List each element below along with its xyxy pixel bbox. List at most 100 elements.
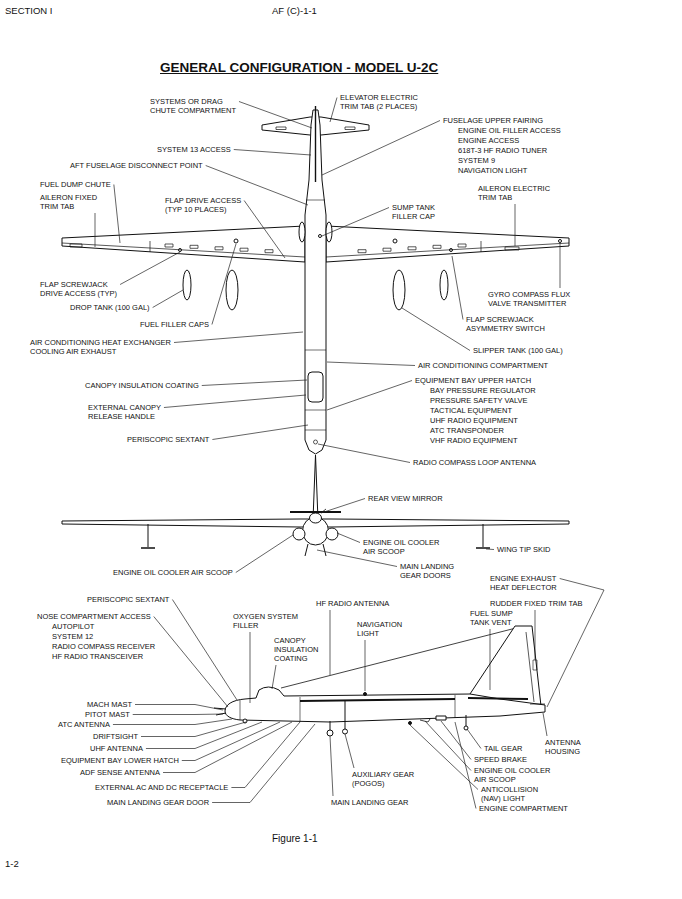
leader-line <box>318 444 410 463</box>
callout-label: 618T-3 HF RADIO TUNER <box>458 146 547 155</box>
leader-line <box>250 632 251 703</box>
page-header: AF (C)-1-1 <box>272 5 317 16</box>
leader-line <box>365 640 366 691</box>
leader-line <box>163 722 292 773</box>
diagram-title: GENERAL CONFIGURATION - MODEL U-2C <box>160 60 438 75</box>
callout-label: DRIFTSIGHT <box>93 732 138 741</box>
callout-label: ENGINE OIL FILLER ACCESS <box>458 126 561 135</box>
callout-label: RADIO COMPASS LOOP ANTENNA <box>413 458 536 467</box>
leader-line <box>515 204 516 246</box>
leader-line <box>535 610 536 660</box>
callout-label: AILERON ELECTRIC TRIM TAB <box>478 184 558 202</box>
callout-label: PERISCOPIC SEXTANT <box>127 435 209 444</box>
callout-label: ANTENNA HOUSING <box>545 738 589 756</box>
callout-label: FUEL SUMP TANK VENT <box>470 609 520 627</box>
leader-line <box>153 290 183 308</box>
callout-label: PRESSURE SAFETY VALVE <box>430 396 528 405</box>
callout-label: WING TIP SKID <box>497 545 550 554</box>
leader-line <box>330 610 331 675</box>
callout-label: ENGINE OIL COOLER AIR SCOOP <box>474 766 556 784</box>
callout-label: NAVIGATION LIGHT <box>357 620 409 638</box>
callout-label: ENGINE EXHAUST HEAT DEFLECTOR <box>490 574 566 592</box>
callout-label: RADIO COMPASS RECEIVER <box>52 642 155 651</box>
leader-line <box>345 734 354 768</box>
callout-label: FLAP DRIVE ACCESS (TYP 10 PLACES) <box>165 196 249 214</box>
leader-line <box>114 185 120 244</box>
callout-label: ENGINE ACCESS <box>458 136 519 145</box>
leader-line <box>490 629 491 690</box>
leader-line <box>212 244 236 325</box>
callout-label: PITOT MAST <box>85 710 130 719</box>
callout-label: FUSELAGE UPPER FAIRING <box>443 116 543 125</box>
leader-line <box>172 600 237 701</box>
leader-line <box>95 213 96 247</box>
callout-label: GYRO COMPASS FLUX VALVE TRANSMITTER <box>488 290 583 308</box>
callout-label: SUMP TANK FILLER CAP <box>392 203 447 221</box>
callout-label: ANTICOLLISION (NAV) LIGHT <box>481 785 547 803</box>
callout-label: RUDDER FIXED TRIM TAB <box>490 599 583 608</box>
callout-label: ENGINE COMPARTMENT <box>479 804 568 813</box>
leader-line <box>327 362 415 366</box>
callout-label: HF RADIO TRANSCEIVER <box>52 652 143 661</box>
callout-label: MAIN LANDING GEAR DOOR <box>107 798 209 807</box>
callout-label: SYSTEMS OR DRAG CHUTE COMPARTMENT <box>150 97 242 115</box>
callout-label: MACH MAST <box>87 700 132 709</box>
leader-line <box>239 102 312 129</box>
leader-line <box>547 579 604 708</box>
callout-label: TACTICAL EQUIPMENT <box>430 406 512 415</box>
callout-label: MAIN LANDING GEAR <box>331 798 409 807</box>
leader-line <box>174 332 303 343</box>
leader-line <box>322 208 389 237</box>
leader-line <box>182 722 280 761</box>
callout-label: ATC ANTENNA <box>58 720 110 729</box>
callout-label: AIR CONDITIONING COMPARTMENT <box>418 361 548 370</box>
callout-label: SLIPPER TANK (100 GAL) <box>473 346 563 355</box>
leader-line <box>120 252 180 285</box>
callout-label: EQUIPMENT BAY LOWER HATCH <box>61 756 179 765</box>
callout-label: PERISCOPIC SEXTANT <box>87 595 169 604</box>
callout-label: UHF RADIO EQUIPMENT <box>430 416 518 425</box>
callout-label: AILERON FIXED TRIM TAB <box>40 193 105 211</box>
callout-label: ENGINE OIL COOLER AIR SCOOP <box>363 538 445 556</box>
leader-line <box>452 256 463 320</box>
leader-line <box>212 425 308 440</box>
leader-line <box>272 665 276 689</box>
leader-line <box>330 98 337 123</box>
leader-line <box>455 722 476 809</box>
page-header: SECTION I <box>5 5 53 16</box>
leader-line <box>321 499 365 514</box>
callout-label: MAIN LANDING GEAR DOORS <box>400 562 460 580</box>
leader-line <box>330 736 333 796</box>
leader-line <box>560 243 561 288</box>
callout-label: ATC TRANSPONDER <box>430 426 504 435</box>
callout-label: FUEL DUMP CHUTE <box>40 180 111 189</box>
callout-label: ADF SENSE ANTENNA <box>80 768 160 777</box>
callout-label: AIR CONDITIONING HEAT EXCHANGER COOLING … <box>30 338 190 356</box>
callout-label: AUXILIARY GEAR (POGOS) <box>352 770 420 788</box>
callout-label: CANOPY INSULATION COATING <box>274 636 324 663</box>
callout-label: EQUIPMENT BAY UPPER HATCH <box>415 376 531 385</box>
callout-label: SYSTEM 13 ACCESS <box>157 145 231 154</box>
callout-label: REAR VIEW MIRROR <box>368 494 443 503</box>
callout-label: ELEVATOR ELECTRIC TRIM TAB (2 PLACES) <box>340 93 428 111</box>
callout-label: EXTERNAL AC AND DC RECEPTACLE <box>95 783 228 792</box>
callout-label: AFT FUSELAGE DISCONNECT POINT <box>70 161 203 170</box>
page-number: 1-2 <box>5 858 19 869</box>
callout-label: FLAP SCREWJACK ASYMMETRY SWITCH <box>466 315 556 333</box>
leader-line <box>486 549 494 551</box>
leader-line <box>244 201 285 259</box>
leader-line <box>236 535 293 573</box>
callout-label: OXYGEN SYSTEM FILLER <box>233 612 305 630</box>
leader-line <box>467 729 481 749</box>
leader-line <box>402 308 470 351</box>
leader-line <box>322 121 440 176</box>
callout-label: BAY PRESSURE REGULATOR <box>430 386 536 395</box>
leader-line <box>337 533 360 543</box>
callout-label: NOSE COMPARTMENT ACCESS <box>37 612 151 621</box>
figure-caption: Figure 1-1 <box>272 833 318 844</box>
callout-label: TAIL GEAR <box>484 744 522 753</box>
callout-label: SYSTEM 12 <box>52 632 93 641</box>
callout-label: HF RADIO ANTENNA <box>316 599 389 608</box>
leader-line <box>164 395 306 408</box>
